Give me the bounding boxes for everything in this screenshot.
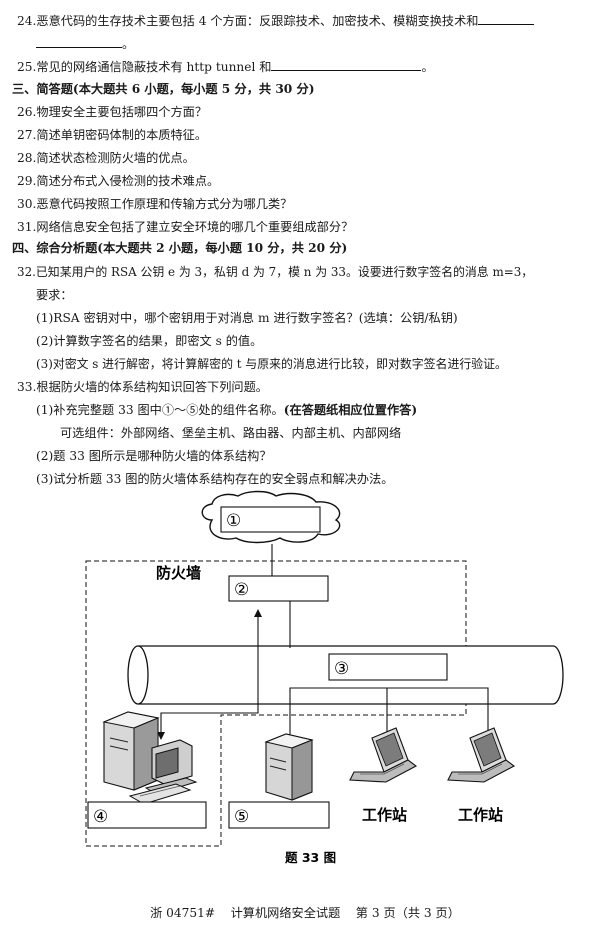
circled-number-2: ②: [234, 580, 249, 600]
firewall-architecture-diagram: ① 防火墙 ② ③ ④ ⑤: [85, 490, 564, 865]
question-33-options: 可选组件：外部网络、堡垒主机、路由器、内部主机、内部网络: [60, 426, 402, 440]
circled-number-3: ③: [334, 659, 349, 679]
page-footer: 浙 04751# 计算机网络安全试题 第 3 页（共 3 页）: [150, 906, 460, 920]
circled-number-5: ⑤: [234, 807, 249, 827]
question-32-requirements: 要求：: [36, 288, 73, 302]
question-32: 32.已知某用户的 RSA 公钥 e 为 3，私钥 d 为 7，模 n 为 33…: [17, 265, 534, 279]
laptop-icon: [447, 727, 516, 783]
component-box-3: [328, 653, 448, 681]
link-line: [289, 687, 489, 742]
component-box-4: [87, 801, 207, 829]
server-icon: [264, 733, 314, 801]
laptop-icon: [349, 727, 418, 783]
answer-blank: [271, 58, 422, 71]
question-24-end: 。: [122, 37, 135, 51]
circled-number-4: ④: [93, 807, 108, 827]
question-24-text: 24.恶意代码的生存技术主要包括 4 个方面：反跟踪技术、加密技术、模糊变换技术…: [17, 14, 479, 28]
question-29: 29.简述分布式入侵检测的技术难点。: [17, 174, 220, 188]
question-25-end: 。: [421, 60, 434, 74]
question-33-sub-2: (2)题 33 图所示是哪种防火墙的体系结构？: [36, 449, 272, 463]
question-27: 27.简述单钥密码体制的本质特征。: [17, 128, 208, 142]
firewall-boundary: [85, 560, 467, 847]
question-25: 25.常见的网络通信隐蔽技术有 http tunnel 和 。: [17, 58, 434, 75]
question-32-sub-3: (3)对密文 s 进行解密，将计算解密的 t 与原来的消息进行比较，即对数字签名…: [36, 357, 507, 371]
question-24-continued: 。: [36, 35, 134, 52]
section-3-heading: 三、简答题(本大题共 6 小题，每小题 5 分，共 30 分): [12, 82, 315, 96]
question-28: 28.简述状态检测防火墙的优点。: [17, 151, 195, 165]
arrow-to-box-2: [160, 609, 262, 726]
question-26: 26.物理安全主要包括哪四个方面？: [17, 105, 208, 119]
question-33: 33.根据防火墙的体系结构知识回答下列问题。: [17, 380, 268, 394]
question-30: 30.恶意代码按照工作原理和传输方式分为哪几类？: [17, 197, 293, 211]
workstation-label-1: 工作站: [362, 806, 407, 824]
component-box-1: [220, 506, 321, 533]
question-33-sub-3: (3)试分析题 33 图的防火墙体系结构存在的安全弱点和解决办法。: [36, 472, 394, 486]
firewall-label: 防火墙: [156, 564, 201, 582]
question-32-sub-2: (2)计算数字签名的结果，即密文 s 的值。: [36, 334, 263, 348]
answer-blank: [36, 35, 122, 48]
question-32-sub-1: (1)RSA 密钥对中，哪个密钥用于对消息 m 进行数字签名？(选填：公钥/私钥…: [36, 311, 458, 325]
answer-blank: [478, 12, 535, 25]
workstation-label-2: 工作站: [458, 806, 503, 824]
question-31: 31.网络信息安全包括了建立安全环境的哪几个重要组成部分？: [17, 220, 354, 234]
component-box-5: [228, 801, 330, 829]
circled-number-1: ①: [226, 511, 241, 531]
question-33-sub-1: (1)补充完整题 33 图中①～⑤处的组件名称。(在答题纸相应位置作答): [36, 402, 417, 418]
desktop-computer-icon: [102, 711, 198, 805]
answer-instruction: (在答题纸相应位置作答): [283, 403, 418, 417]
question-33-sub-1-text: (1)补充完整题 33 图中①～⑤处的组件名称。: [36, 403, 284, 417]
question-25-text: 25.常见的网络通信隐蔽技术有 http tunnel 和: [17, 60, 272, 74]
section-4-heading: 四、综合分析题(本大题共 2 小题，每小题 10 分，共 20 分): [12, 241, 348, 255]
question-24: 24.恶意代码的生存技术主要包括 4 个方面：反跟踪技术、加密技术、模糊变换技术…: [17, 12, 535, 29]
component-box-2: [228, 575, 329, 602]
figure-caption: 题 33 图: [285, 850, 336, 865]
